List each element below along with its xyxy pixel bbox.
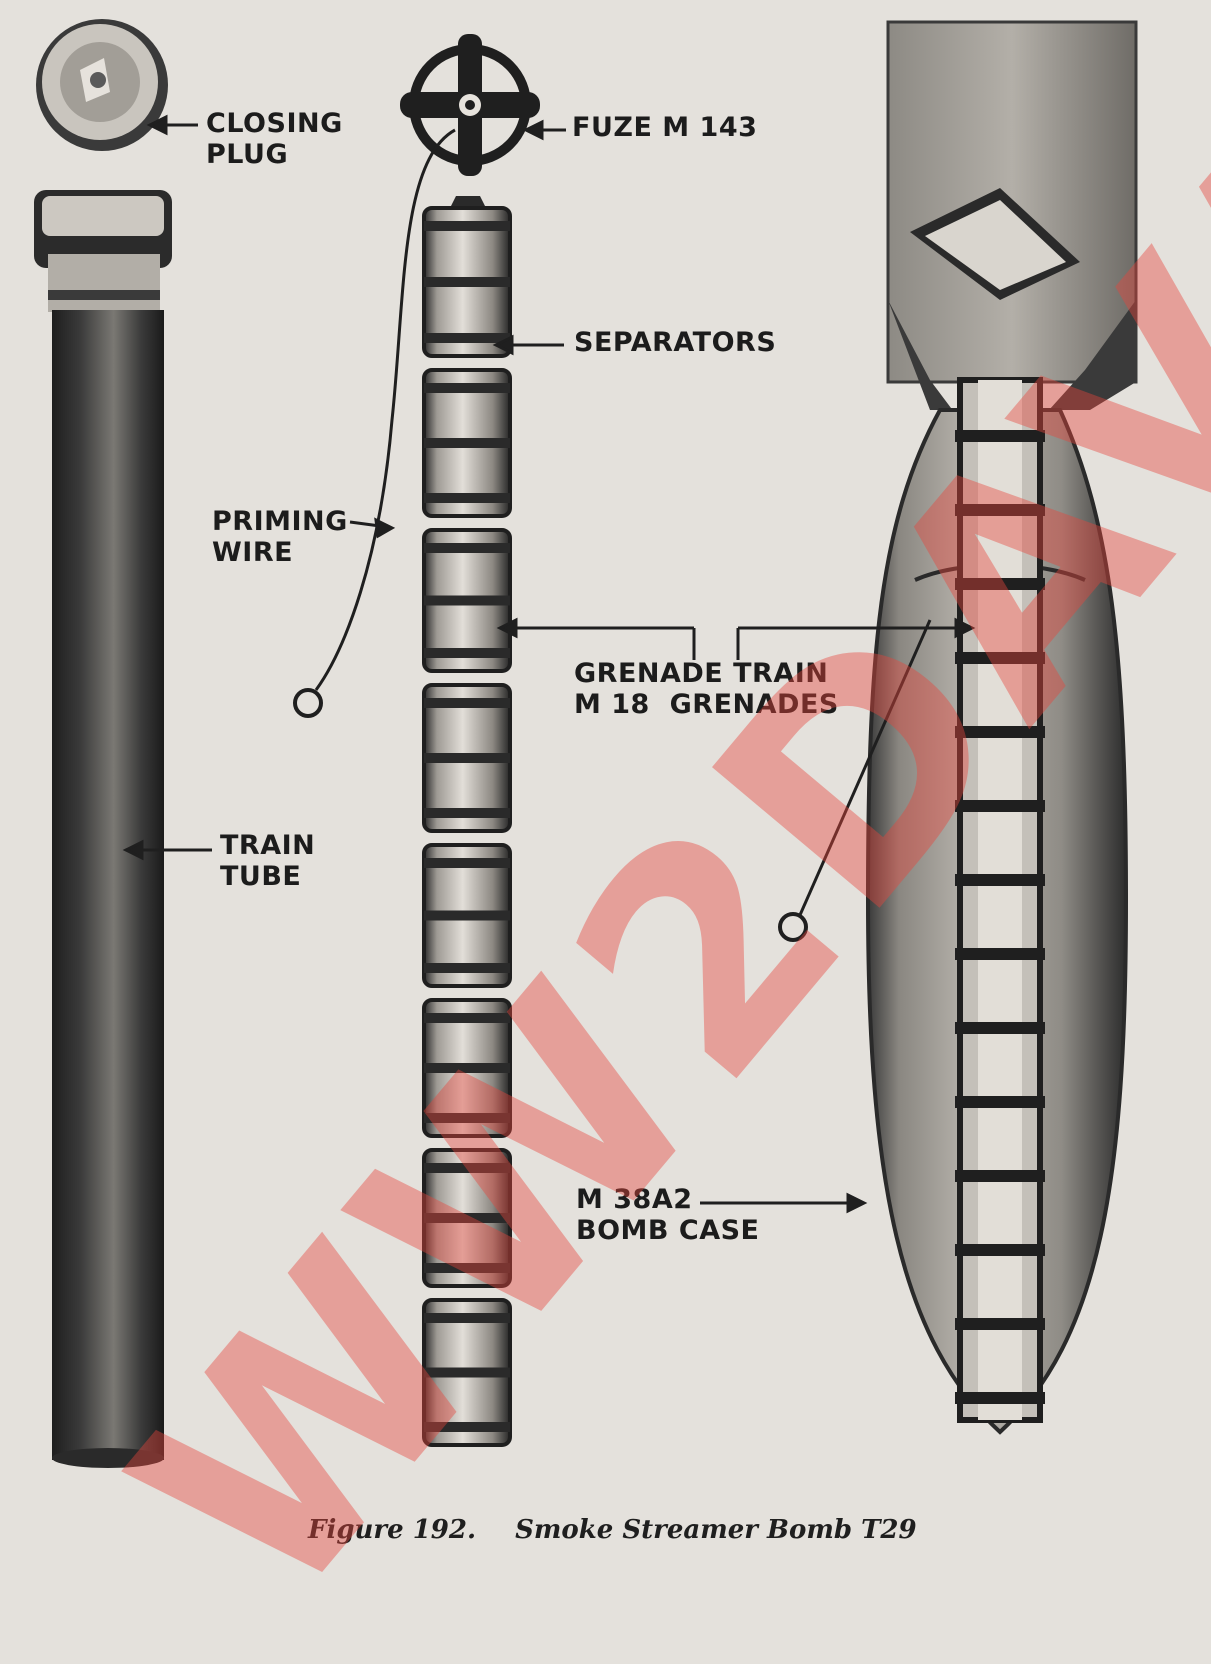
train-tube-label-line2: TUBE	[220, 861, 302, 892]
technical-illustration	[34, 19, 1138, 1468]
separator-band	[424, 1113, 510, 1123]
bomb-train-band	[955, 1244, 1045, 1256]
closing-plug-label-line1: CLOSING	[206, 108, 343, 139]
closing-plug-label: CLOSING PLUG	[206, 108, 343, 170]
separator-band	[424, 333, 510, 343]
separator-band	[424, 1213, 510, 1223]
bomb-train-band	[955, 1022, 1045, 1034]
bomb-case-label-line2: BOMB CASE	[576, 1215, 760, 1246]
priming-wire-label-line2: WIRE	[212, 537, 294, 568]
figure-number: Figure 192.	[308, 1515, 477, 1545]
separator-band	[424, 1313, 510, 1323]
separators-label: SEPARATORS	[574, 327, 777, 358]
separator-band	[424, 753, 510, 763]
separator-band	[424, 648, 510, 658]
grenade-train-label: GRENADE TRAIN M 18 GRENADES	[574, 658, 839, 720]
separator-band	[424, 543, 510, 553]
leader-lines	[122, 114, 976, 1214]
separator-band	[424, 1013, 510, 1023]
separator-band	[424, 963, 510, 973]
separator-band	[424, 858, 510, 868]
separator-band	[424, 221, 510, 231]
figure-page: CLOSING PLUG FUZE M 143 SEPARATORS PRIMI…	[34, 19, 1211, 1664]
bomb-train-band	[955, 1096, 1045, 1108]
fuze-m143-drawing	[400, 34, 540, 176]
bomb-train-band	[955, 726, 1045, 738]
fuze-label: FUZE M 143	[572, 112, 758, 143]
separator-band	[424, 493, 510, 503]
priming-wire-ring	[293, 688, 323, 718]
separator-band	[424, 1422, 510, 1432]
separator-band	[424, 1063, 510, 1073]
bomb-train-band	[955, 800, 1045, 812]
priming-wire-label: PRIMING WIRE	[212, 506, 348, 568]
separator-band	[424, 438, 510, 448]
separator-band	[424, 1263, 510, 1273]
bomb-train-band	[955, 1318, 1045, 1330]
bomb-case-label-line1: M 38A2	[576, 1184, 693, 1215]
separator-band	[424, 808, 510, 818]
grenade-train-drawing	[422, 196, 512, 1447]
figure-title: Smoke Streamer Bomb T29	[515, 1515, 917, 1545]
grenade-train-label-line2: M 18 GRENADES	[574, 689, 839, 720]
train-tube-drawing	[34, 190, 172, 1468]
figure-caption: Figure 192. Smoke Streamer Bomb T29	[308, 1515, 917, 1545]
separator-band	[424, 383, 510, 393]
bomb-train-band	[955, 504, 1045, 516]
train-tube-label-line1: TRAIN	[220, 830, 316, 861]
separator-band	[424, 698, 510, 708]
priming-wire-label-line1: PRIMING	[212, 506, 348, 537]
priming-wire	[314, 128, 456, 691]
bomb-case-label: M 38A2 BOMB CASE	[576, 1184, 759, 1246]
m38a2-bomb-case-drawing	[778, 20, 1138, 1435]
separator-band	[424, 910, 510, 921]
closing-plug-drawing	[36, 19, 168, 151]
separator-band	[424, 1163, 510, 1173]
separator-band	[424, 595, 510, 606]
bomb-train-band	[955, 578, 1045, 590]
bomb-train-band	[955, 874, 1045, 886]
bomb-train-band	[955, 1392, 1045, 1404]
closing-plug-label-line2: PLUG	[206, 139, 289, 170]
bomb-train-band	[955, 652, 1045, 664]
bomb-train-band	[955, 430, 1045, 442]
separator-band	[424, 1367, 510, 1378]
separator-band	[424, 277, 510, 287]
bomb-train-band	[955, 948, 1045, 960]
bomb-train-band	[955, 1170, 1045, 1182]
grenade-train-label-line1: GRENADE TRAIN	[574, 658, 829, 689]
train-tube-label: TRAIN TUBE	[220, 830, 315, 892]
